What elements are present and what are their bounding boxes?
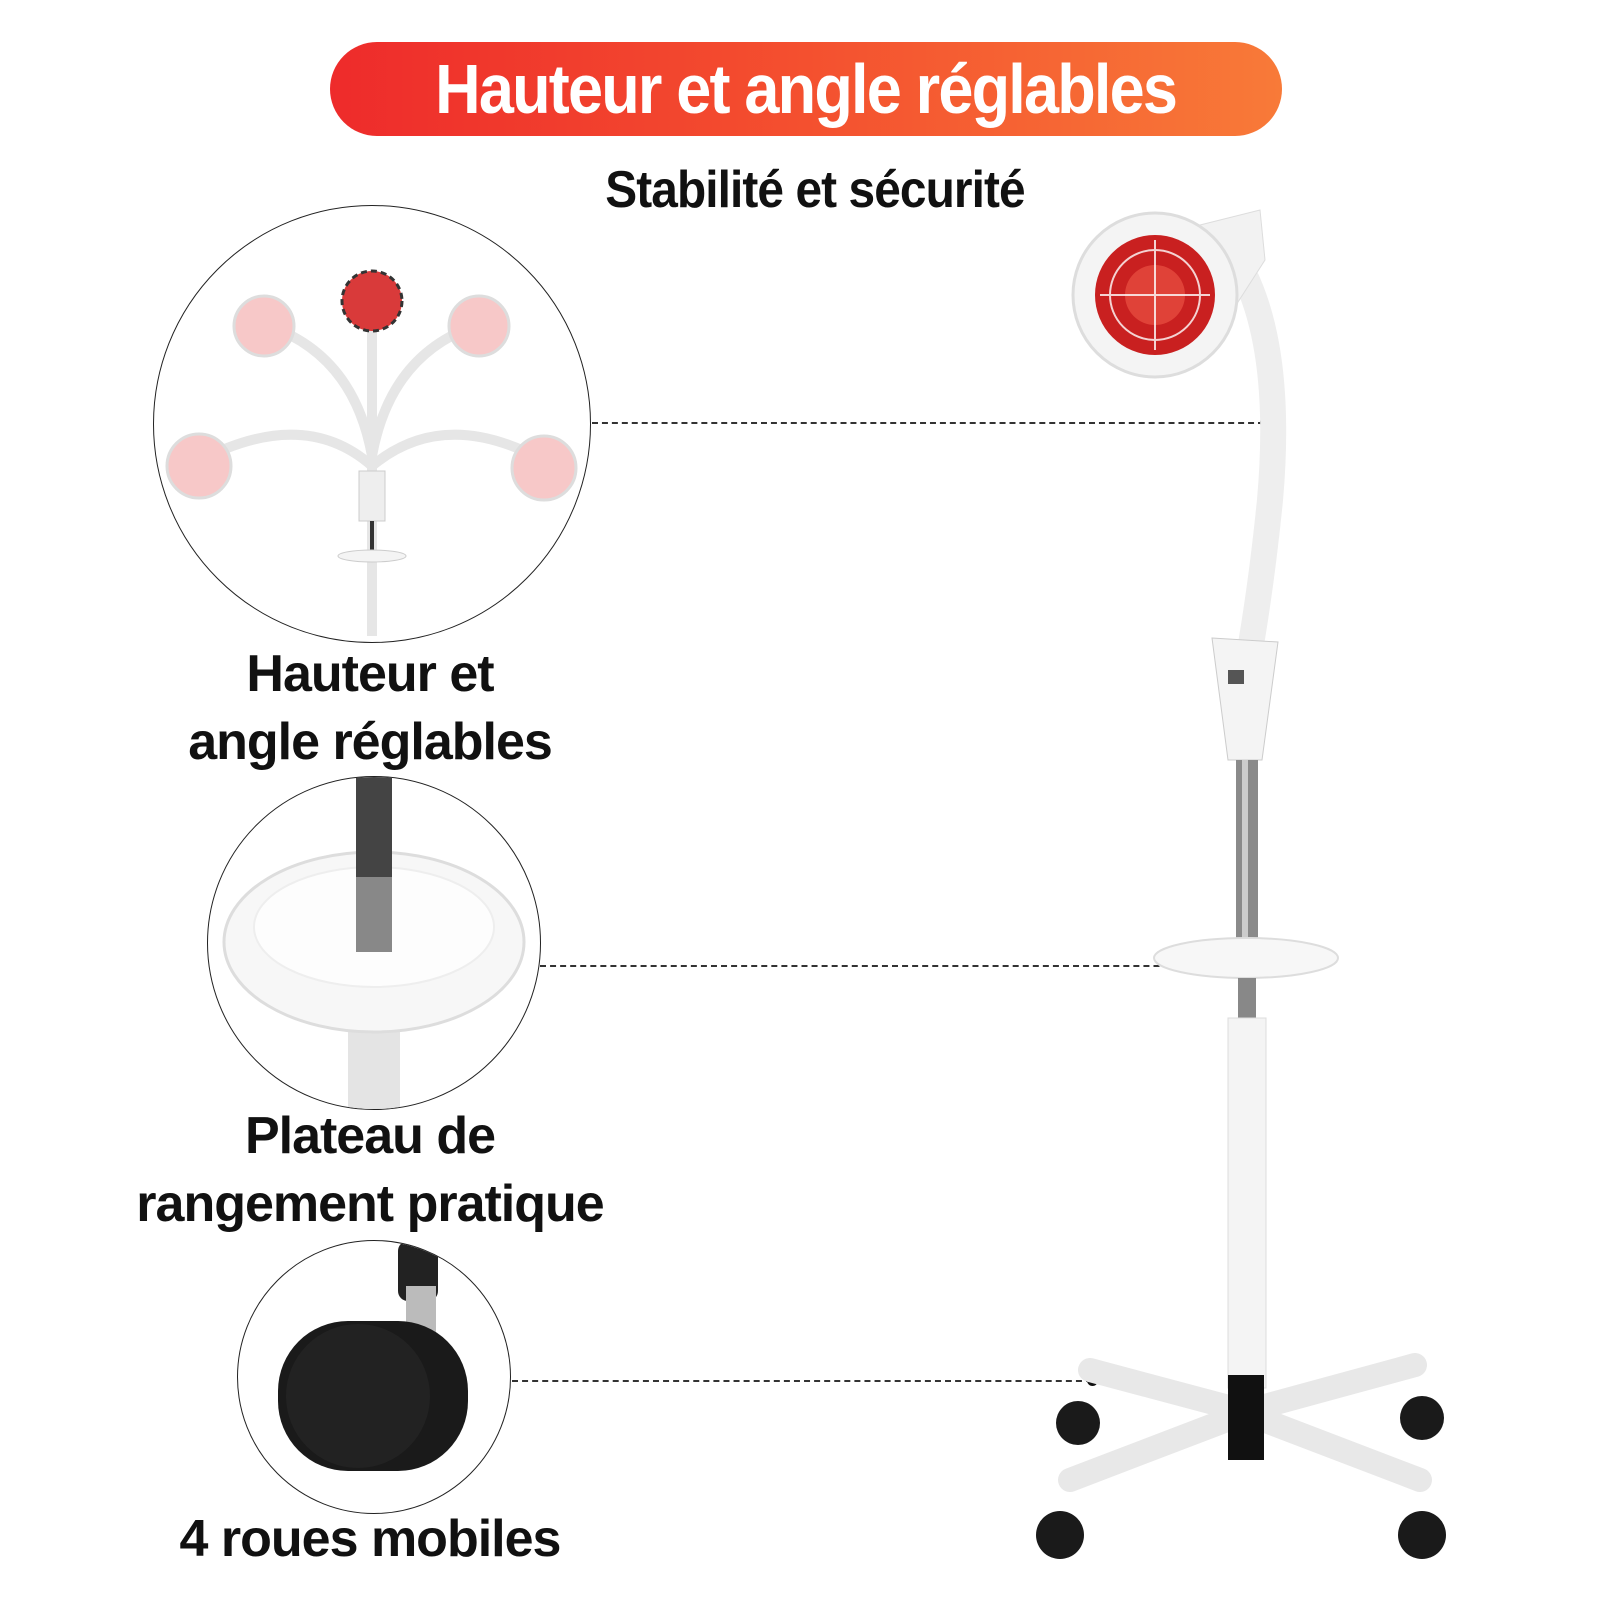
leader-line-tray <box>540 965 1250 967</box>
leader-dot <box>1087 1375 1098 1386</box>
tray-illustration <box>222 777 526 1109</box>
tray-detail-circle <box>207 776 541 1110</box>
lamp-angles-illustration <box>165 269 578 636</box>
caption-line: Hauteur et <box>246 645 494 703</box>
angle-detail-circle <box>153 205 591 643</box>
leader-line-wheels <box>512 1380 1092 1382</box>
leader-dot <box>1260 417 1271 428</box>
banner-title: Hauteur et angle réglables <box>435 50 1179 128</box>
caster-wheel-illustration <box>278 1241 468 1471</box>
caption-line: angle réglables <box>188 713 553 771</box>
feature-caption-tray: Plateau de rangement pratique <box>90 1102 650 1238</box>
feature-caption-wheels: 4 roues mobiles <box>130 1505 610 1573</box>
subtitle: Stabilité et sécurité <box>605 161 1025 219</box>
caption-line: 4 roues mobiles <box>179 1510 562 1568</box>
leader-line-angle <box>592 422 1264 424</box>
title-banner: Hauteur et angle réglables <box>330 42 1282 136</box>
feature-caption-angle: Hauteur et angle réglables <box>150 640 590 776</box>
wheel-detail-circle <box>237 1240 511 1514</box>
caption-line: rangement pratique <box>136 1175 604 1233</box>
caption-line: Plateau de <box>244 1107 496 1165</box>
leader-dot <box>1245 960 1256 971</box>
